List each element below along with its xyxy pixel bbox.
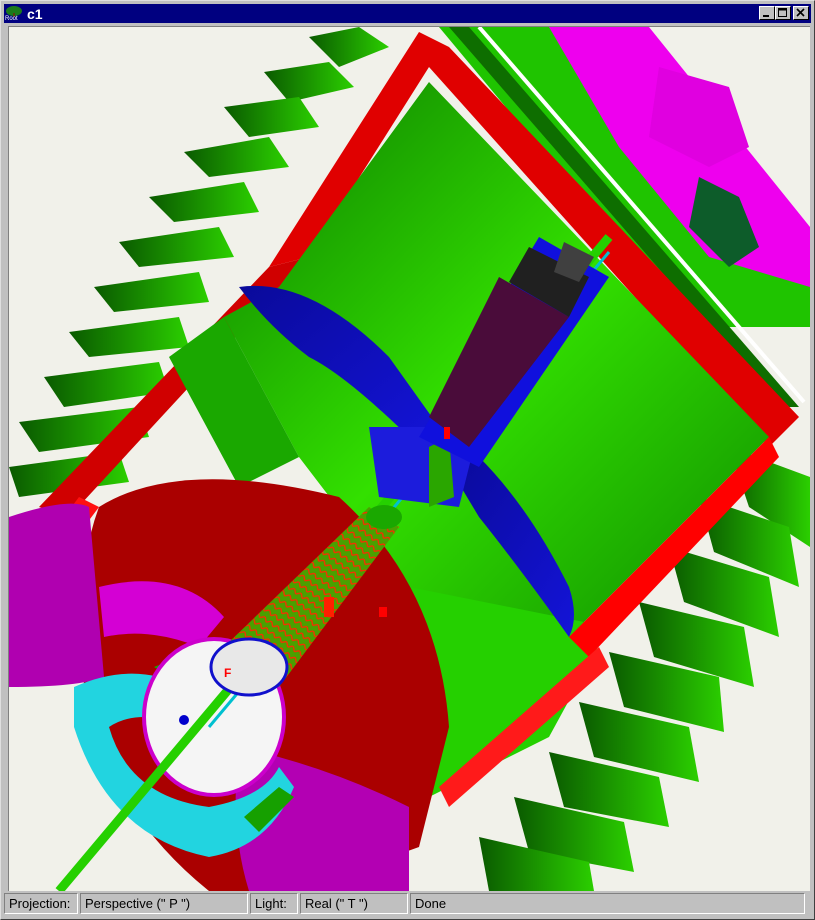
blue-wheel-top bbox=[239, 285, 439, 447]
blue-wheel-bottom bbox=[449, 457, 574, 637]
minimize-icon bbox=[763, 15, 769, 17]
detector-geometry-view[interactable]: F bbox=[9, 27, 810, 891]
status-bar: Projection: Perspective (" P ") Light: R… bbox=[4, 893, 811, 916]
cone-base-ring bbox=[209, 637, 289, 697]
outer-fins-right bbox=[479, 447, 810, 891]
close-button[interactable] bbox=[793, 6, 809, 20]
tracker-dark bbox=[429, 277, 569, 447]
app-icon-text: Root bbox=[5, 15, 18, 22]
maximize-button[interactable] bbox=[775, 6, 791, 20]
root-tree-icon[interactable]: Root bbox=[5, 5, 23, 23]
outer-yoke-stripe bbox=[449, 27, 799, 407]
3d-viewer-canvas[interactable]: F bbox=[8, 26, 810, 891]
minimize-button[interactable] bbox=[759, 6, 775, 20]
title-bar[interactable]: Root c1 bbox=[4, 4, 811, 23]
projection-label: Projection: bbox=[4, 893, 78, 914]
outer-frame-red bbox=[269, 32, 799, 447]
maximize-icon bbox=[778, 8, 787, 17]
svg-text:F: F bbox=[224, 666, 231, 680]
projection-value: Perspective (" P ") bbox=[80, 893, 248, 914]
outer-fins-left bbox=[9, 27, 389, 497]
status-text: Done bbox=[410, 893, 805, 914]
window-title: c1 bbox=[27, 5, 43, 22]
light-label: Light: bbox=[250, 893, 298, 914]
light-value: Real (" T ") bbox=[300, 893, 408, 914]
endcap-ring-magenta bbox=[9, 503, 104, 687]
close-icon bbox=[796, 8, 805, 17]
